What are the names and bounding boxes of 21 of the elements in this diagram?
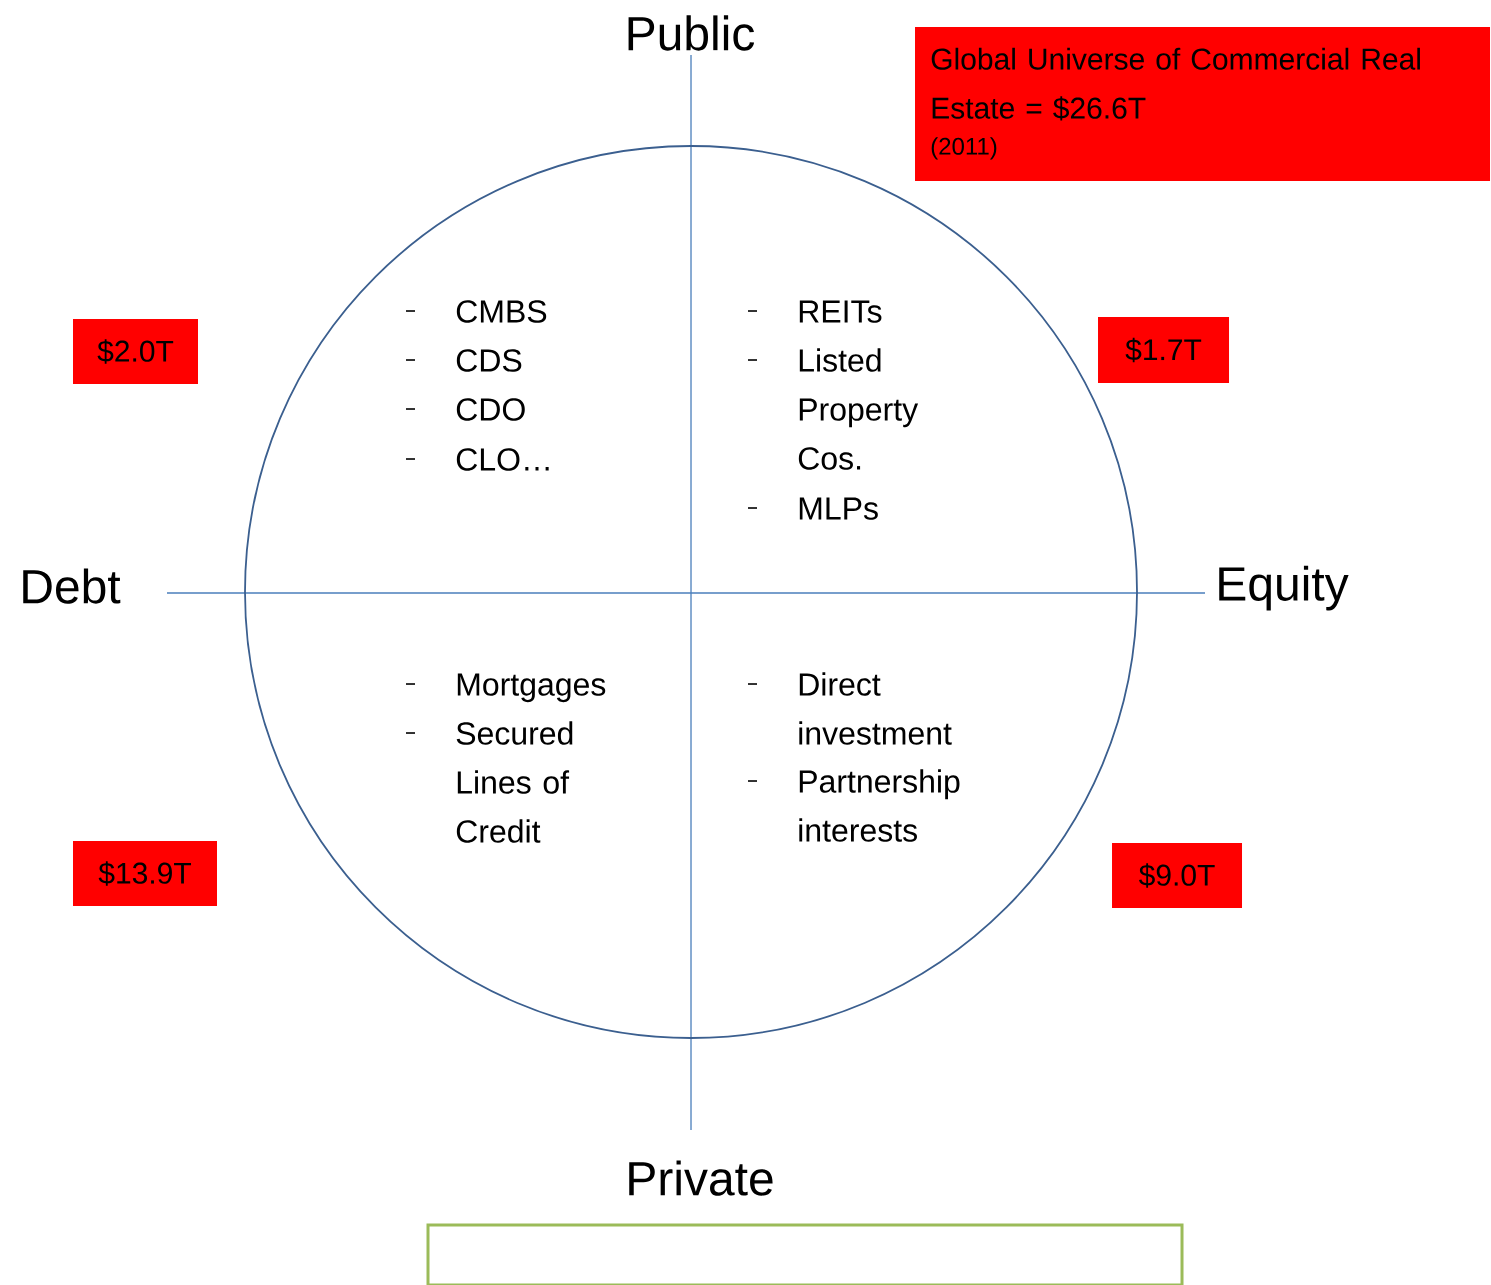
list-item: CDS bbox=[456, 349, 522, 372]
list-item: REITs bbox=[799, 300, 882, 323]
value-box: $2.0T bbox=[73, 319, 198, 384]
value-box: $13.9T bbox=[73, 841, 217, 906]
axis-label: Public bbox=[624, 15, 756, 51]
value-box: $9.0T bbox=[1112, 843, 1242, 908]
list-item: Direct investment bbox=[799, 672, 952, 745]
axis-label: Equity bbox=[1215, 565, 1349, 611]
axis-label: Debt bbox=[19, 568, 121, 604]
empty-box bbox=[426, 1223, 1184, 1285]
callout-box: Global Universe of Commercial Real Estate = $26.6T (2011) bbox=[915, 27, 1490, 181]
list-item: CMBS bbox=[456, 300, 547, 323]
list-item: Mortgages bbox=[457, 673, 606, 703]
list-item: Secured Lines of Credit bbox=[456, 721, 573, 843]
list-item: CDO bbox=[456, 398, 525, 421]
list-item: CLO… bbox=[456, 448, 549, 471]
list-item: MLPs bbox=[799, 497, 878, 520]
list-item: Partnership interests bbox=[799, 769, 960, 842]
axis-label: Private bbox=[625, 1160, 775, 1196]
list-item: Listed Property Cos. bbox=[798, 348, 919, 470]
value-box: $1.7T bbox=[1098, 317, 1229, 383]
